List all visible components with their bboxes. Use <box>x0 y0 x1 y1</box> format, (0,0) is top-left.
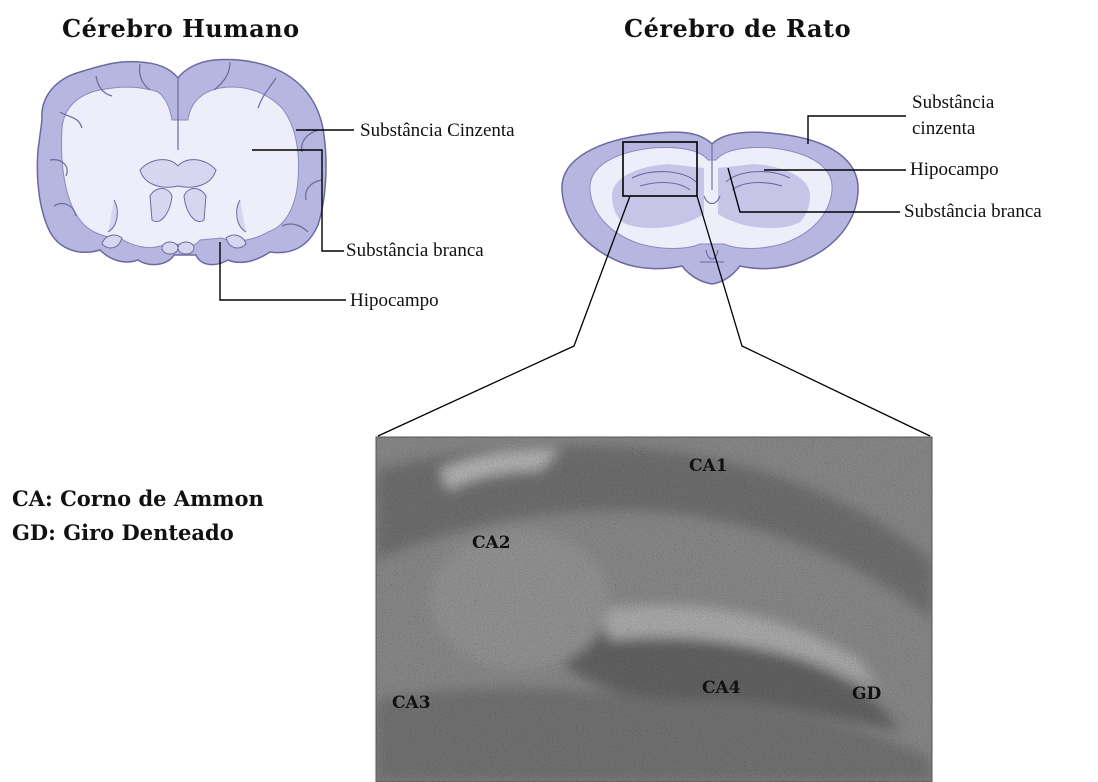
rat-grey-matter-label-line1: Substância <box>912 92 994 114</box>
region-ca2: CA2 <box>472 533 511 553</box>
hippocampus-micrograph <box>376 437 932 782</box>
rat-hippocampus-label: Hipocampo <box>910 159 999 181</box>
human-brain-section <box>37 60 354 301</box>
human-brain-title: Cérebro Humano <box>62 14 300 43</box>
rat-grey-matter-leader <box>808 116 906 144</box>
region-ca1: CA1 <box>689 456 728 476</box>
human-grey-matter-label: Substância Cinzenta <box>360 120 515 142</box>
legend-ca: CA: Corno de Ammon <box>12 482 264 516</box>
rat-brain-section <box>378 116 930 436</box>
region-ca3: CA3 <box>392 693 431 713</box>
rat-grey-matter-label-line2: cinzenta <box>912 118 975 140</box>
human-hippocampus-label: Hipocampo <box>350 290 439 312</box>
region-gd: GD <box>852 684 881 704</box>
human-white-matter-label: Substância branca <box>346 240 484 262</box>
legend-gd: GD: Giro Denteado <box>12 516 234 550</box>
rat-brain-title: Cérebro de Rato <box>624 14 851 43</box>
rat-white-matter-label: Substância branca <box>904 201 1042 223</box>
region-ca4: CA4 <box>702 678 741 698</box>
